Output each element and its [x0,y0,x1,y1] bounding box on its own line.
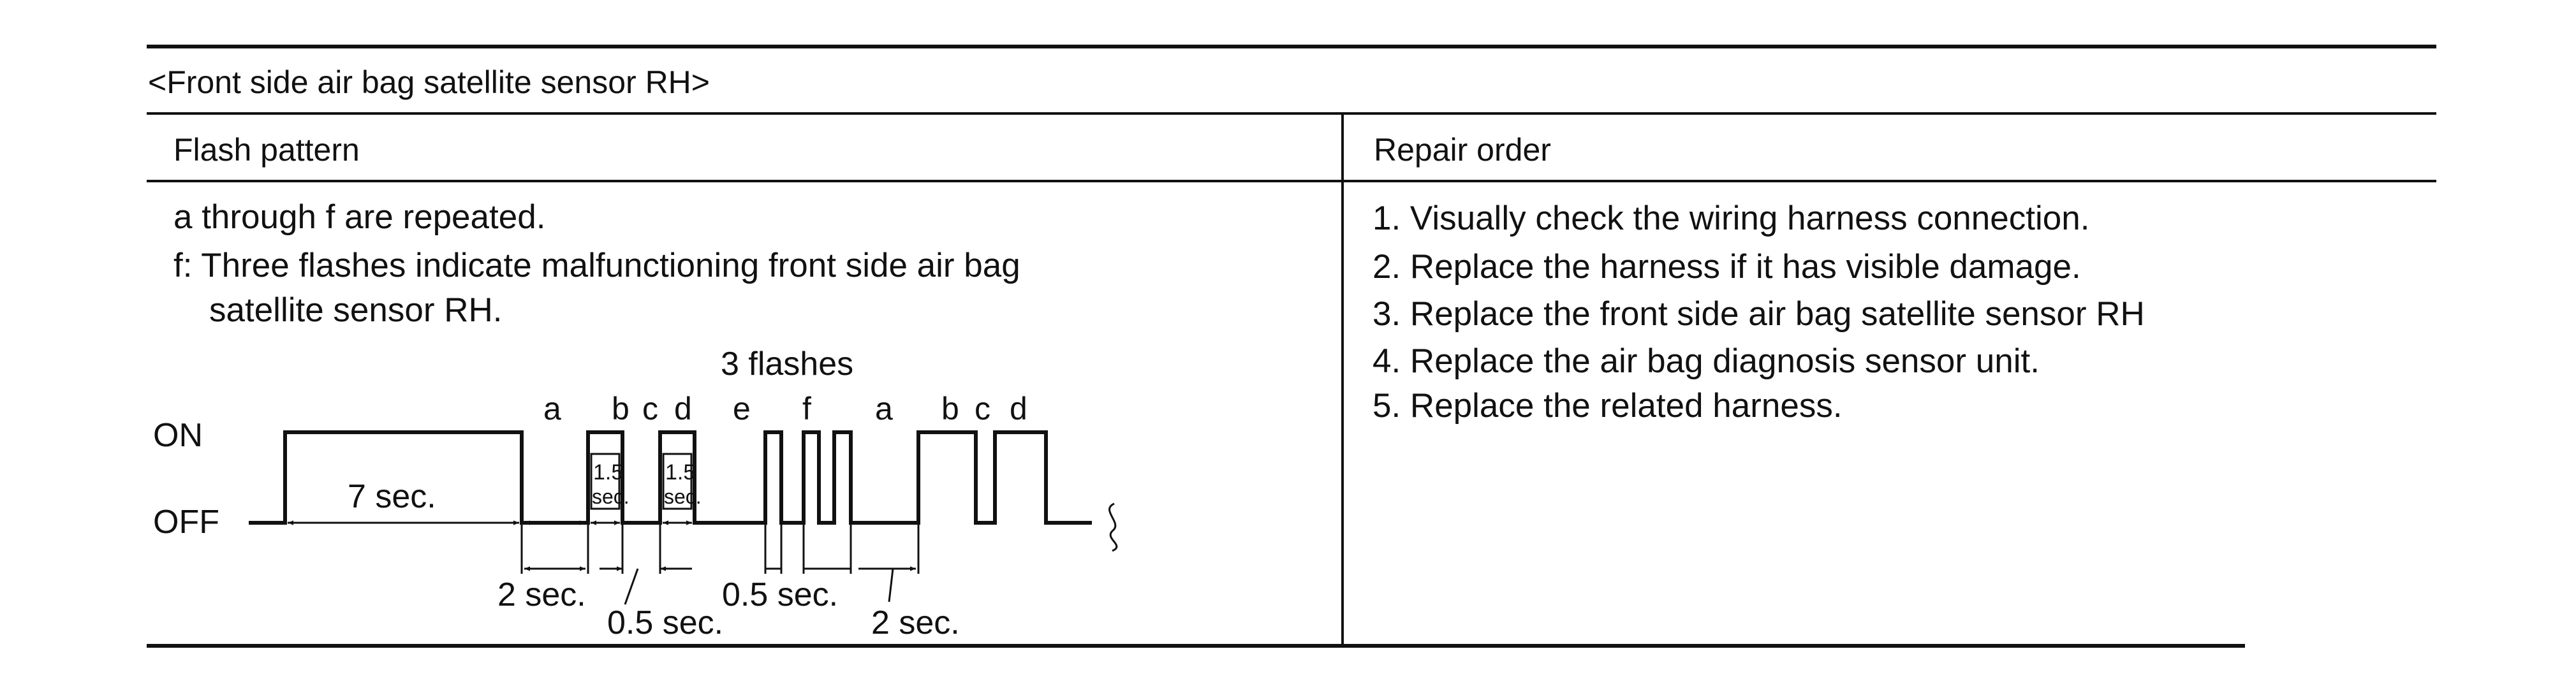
table-caption: <Front side air bag satellite sensor RH> [148,64,710,100]
repair-step: 2. Replace the harness if it has visible… [1373,248,2081,286]
segment-letter: f [802,391,811,427]
repair-step: 4. Replace the air bag diagnosis sensor … [1373,342,2040,380]
dimension-arrows [288,520,916,605]
segment-letter: e [733,391,751,427]
repair-step: 1. Visually check the wiring harness con… [1373,200,2090,237]
box-label-bottom: sec. [664,485,702,508]
on-label: ON [153,417,203,454]
box-label-top: 1.5 [593,460,623,485]
off-label: OFF [153,504,219,541]
half-sec-label: 0.5 sec. [722,576,838,613]
two-sec-label: 2 sec. [497,576,586,613]
segment-letter: d [1010,391,1027,427]
repeat-note: a through f are repeated. [173,198,546,236]
segment-letter: a [543,391,561,427]
half-sec-label: 0.5 sec. [607,604,723,641]
flash-waveform [249,430,1092,525]
extension-lines [520,523,920,574]
duration-box [662,453,693,510]
bottom-rule [147,644,2245,648]
segment-letter: b [612,391,629,427]
header-rule [147,180,2436,182]
malfunction-note: f: Three flashes indicate malfunctioning… [173,247,1020,284]
box-label-top: 1.5 [665,460,695,485]
segment-letter: c [642,391,658,427]
break-symbol [1108,502,1118,552]
malfunction-note-cont: satellite sensor RH. [209,291,503,329]
flashes-title: 3 flashes [721,346,853,383]
seven-sec-label: 7 sec. [348,478,436,515]
repair-order-header: Repair order [1374,132,1551,168]
segment-letter: d [674,391,692,427]
two-sec-label: 2 sec. [871,604,960,641]
column-divider [1341,113,1344,646]
segment-letter: a [875,391,893,427]
repair-step: 5. Replace the related harness. [1373,387,1843,425]
flash-pattern-header: Flash pattern [173,132,360,168]
segment-letter: b [941,391,959,427]
caption-rule [147,112,2436,115]
segment-letter: c [975,391,990,427]
top-rule [147,45,2436,48]
box-label-bottom: sec. [592,485,629,508]
repair-step: 3. Replace the front side air bag satell… [1373,295,2145,333]
duration-box [590,453,621,510]
